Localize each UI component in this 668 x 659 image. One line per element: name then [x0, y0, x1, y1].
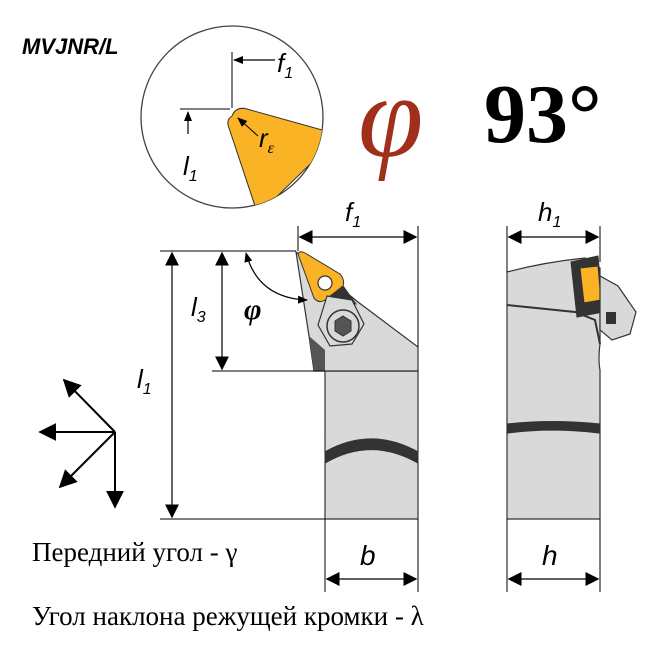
front-insert	[297, 251, 345, 303]
side-insert	[579, 265, 602, 304]
front-head-shadow	[309, 336, 325, 371]
detail-radius-label: rε	[259, 123, 275, 157]
detail-l1-label: l1	[183, 151, 198, 185]
front-l1-label: l1	[137, 364, 152, 398]
front-screw-hex	[334, 315, 352, 337]
front-phi-arc	[244, 252, 308, 304]
side-clamp	[599, 274, 637, 341]
side-pocket-edge	[506, 304, 601, 345]
coordinate-axes-icon	[38, 378, 124, 509]
side-view: h1 h	[506, 197, 637, 592]
axis-diagonal-up-arrow	[62, 378, 116, 433]
front-f1-label: f1	[345, 197, 361, 231]
detail-insert-shape	[227, 107, 323, 208]
detail-f1-label: f1	[277, 48, 293, 82]
detail-view: f1 l1 rε	[140, 25, 324, 209]
front-view: f1 l3 φ l1 b	[137, 197, 419, 592]
angle-value: 93°	[484, 68, 602, 161]
side-h-label: h	[542, 540, 558, 571]
front-insert-hole	[317, 275, 333, 291]
front-phi-label: φ	[244, 293, 262, 326]
inclination-angle-caption: Угол наклона режущей кромки - λ	[32, 601, 424, 631]
side-body-lower	[506, 429, 601, 520]
angle-symbol: φ	[358, 51, 423, 182]
front-shank-lower	[324, 449, 419, 520]
radius-pointer	[237, 117, 259, 137]
side-h1-label: h1	[538, 197, 561, 231]
front-b-label: b	[360, 540, 376, 571]
axis-diagonal-down-arrow	[58, 431, 116, 489]
side-clamp-slot	[606, 312, 616, 324]
rake-angle-caption: Передний угол - γ	[32, 537, 237, 567]
model-code: MVJNR/L	[22, 34, 119, 59]
front-l3-label: l3	[191, 292, 206, 326]
